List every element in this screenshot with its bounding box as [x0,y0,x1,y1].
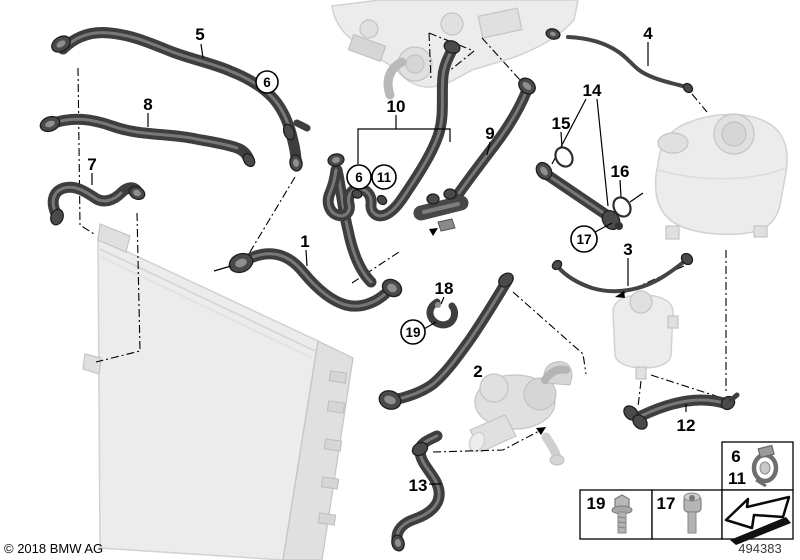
circled-11-label: 11 [377,170,392,185]
legend-clamp-b: 11 [728,469,746,488]
hose-5 [51,27,311,172]
hose-3 [551,252,694,294]
circled-17-label: 17 [576,232,591,247]
socket-bolt-icon [683,492,702,534]
circled-callouts: 6 6 11 17 19 [255,70,598,345]
callout-14: 14 [583,81,602,100]
t-connector-clip [437,218,456,232]
callout-15: 15 [552,114,571,133]
callout-labels: 5 8 7 10 9 4 14 15 16 3 1 18 2 12 13 [87,24,695,495]
hose-2 [378,272,514,410]
circled-19 [400,319,426,345]
callout-7: 7 [87,155,96,174]
legend-bolt-label: 17 [657,494,676,513]
o-ring-16 [612,196,632,218]
hose-junction-piece [331,164,377,288]
callout-8: 8 [143,95,152,114]
direction-arrow-icon [724,495,791,545]
flange-screw-icon [611,494,633,534]
engine-hose-stub [383,57,407,100]
circled-17 [570,225,598,253]
hose-14 [535,161,623,231]
bracket-18 [426,298,458,329]
circled-6-hose5 [255,70,279,94]
expansion-tank [654,113,788,240]
circled-11 [371,164,397,190]
callout-10: 10 [387,97,406,116]
legend-screw-label: 19 [587,494,606,513]
hose-7 [47,181,146,226]
o-ring-15 [554,146,574,168]
callout-2: 2 [473,362,482,381]
circled-19-label: 19 [405,325,420,340]
circled-6-hose5-label: 6 [263,75,271,90]
hose-8 [39,113,256,168]
callout-3: 3 [623,240,632,259]
callout-16: 16 [611,162,630,181]
callout-13: 13 [409,476,428,495]
callout-12: 12 [677,416,696,435]
callout-1: 1 [300,232,309,251]
arrowhead [536,427,546,435]
circled-6 [346,164,372,190]
callout-5: 5 [195,25,204,44]
hose-14-bolt [615,222,623,230]
pump-assembly [468,361,573,466]
hose-10 [322,40,461,222]
callout-4: 4 [643,24,653,43]
radiator-top-bracket [97,223,131,253]
arrowhead [429,228,438,236]
radiator-side-port [82,353,102,375]
hose-13 [391,430,445,552]
hoses [39,27,740,552]
circled-6-label: 6 [355,170,363,185]
hose-clamp-icon [751,444,779,488]
hose-9 [453,77,536,199]
part-number: 494383 [738,541,781,556]
callout-9: 9 [485,124,494,143]
hose-1 [228,248,403,312]
hose-12 [623,392,740,430]
callout-18: 18 [435,279,454,298]
arrowhead [615,291,625,298]
legend-clamp-a: 6 [731,447,740,466]
hose-4 [545,28,694,94]
t-connector [413,188,469,232]
copyright: © 2018 BMW AG [4,541,103,556]
radiator [82,223,354,560]
coolant-reservoir [612,290,679,380]
legend: 6 11 19 17 [579,441,794,545]
